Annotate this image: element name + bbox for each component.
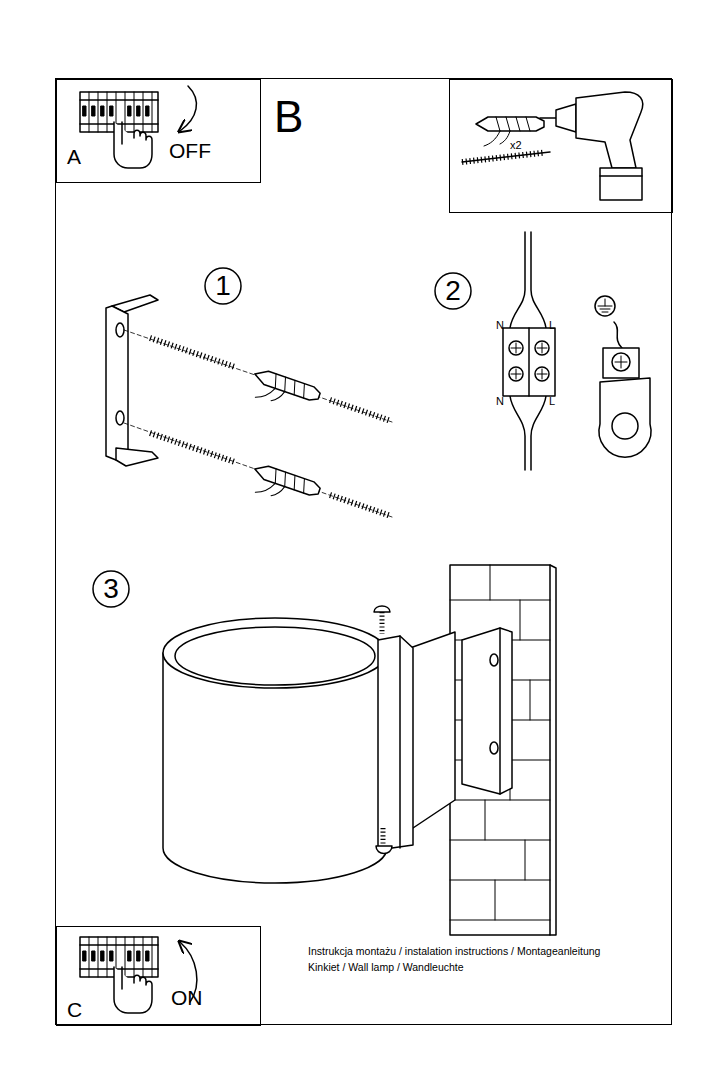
circle-outline: [205, 268, 241, 304]
tools-box: x2: [449, 79, 673, 213]
wiring: [503, 232, 651, 470]
tools: [462, 92, 643, 200]
circle-outline: [93, 571, 129, 607]
circle-outline: [435, 273, 471, 309]
panel-label: x2: [510, 140, 522, 151]
step-number: 2: [434, 272, 472, 310]
step-number-text: 3: [92, 570, 130, 608]
panel-label: C: [67, 999, 82, 1020]
terminal-label: L: [549, 320, 555, 331]
step-number-text: 2: [434, 272, 472, 310]
step-number: 1: [204, 267, 242, 305]
circle-outline: [204, 267, 242, 305]
terminal-label: L: [549, 396, 555, 407]
main-frame: A OFF x2C ON 1 2 3 B: [55, 78, 672, 1025]
panel-label: ON: [171, 987, 203, 1008]
breaker-panel: [80, 86, 196, 168]
footer-note: Kinkiet / Wall lamp / Wandleuchte: [308, 962, 464, 973]
breaker-panel: [80, 937, 197, 1013]
circle-outline: [92, 570, 130, 608]
terminal-label: N: [496, 320, 504, 331]
panel-label: OFF: [169, 140, 211, 161]
step-number: 3: [92, 570, 130, 608]
lamp-assembly: [163, 565, 556, 935]
bracket-mounting: [106, 295, 392, 517]
step-box: A OFF: [56, 79, 261, 183]
step-box: C ON: [56, 926, 261, 1026]
panel-label: B: [274, 95, 303, 139]
circle-outline: [434, 272, 472, 310]
terminal-label: N: [496, 396, 504, 407]
step-number-text: 1: [204, 267, 242, 305]
footer-note: Instrukcja montażu / instalation instruc…: [308, 946, 600, 957]
panel-label: A: [67, 146, 81, 167]
